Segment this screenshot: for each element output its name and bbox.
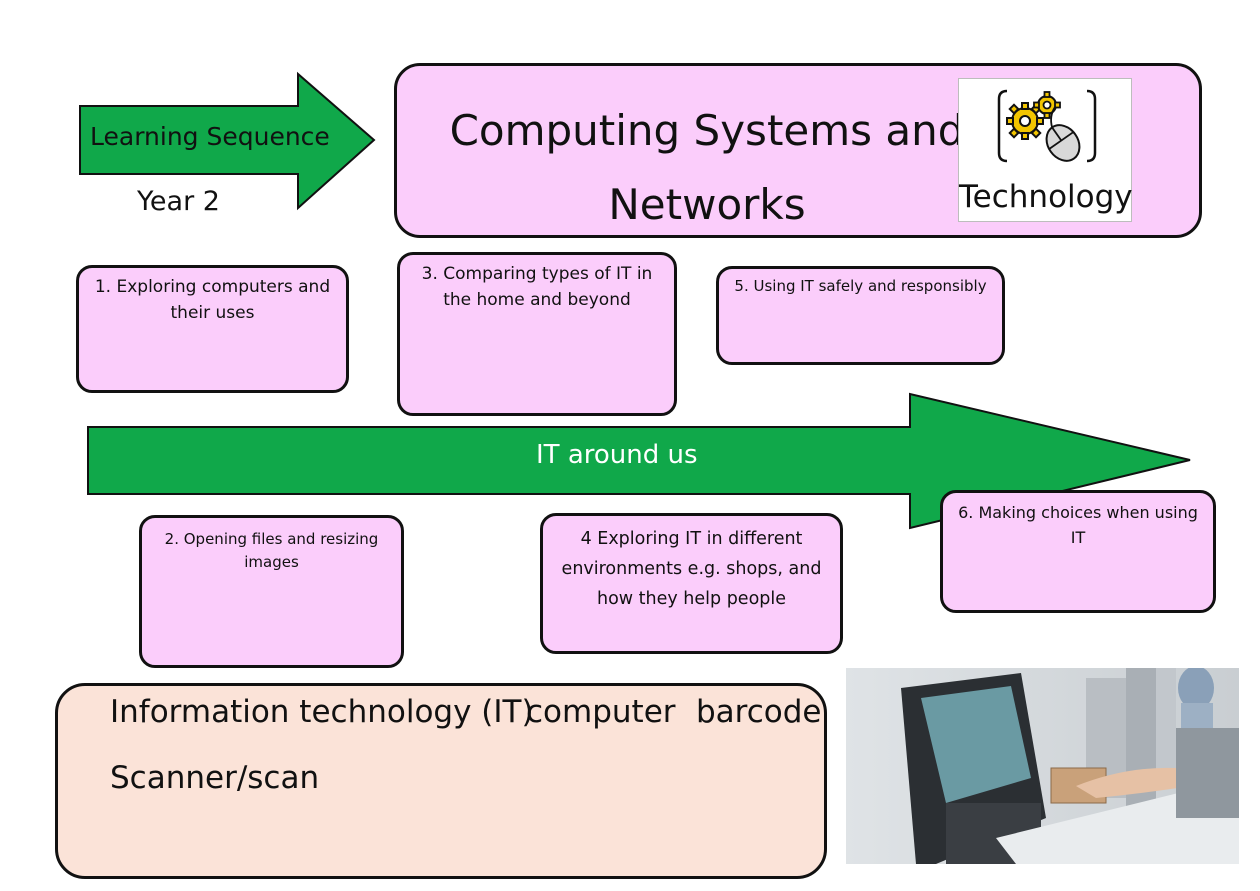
gears-and-mouse-icon [997, 89, 1097, 163]
year-label: Year 2 [137, 186, 220, 217]
step-text-5: 5. Using IT safely and responsibly [734, 277, 987, 295]
step-box-1: 1. Exploring computers and their uses [76, 265, 349, 393]
self-checkout-scene [846, 668, 1239, 864]
step-box-4: 4 Exploring IT in different environments… [540, 513, 843, 654]
step-box-2: 2. Opening files and resizing images [139, 515, 404, 668]
it-around-us-label: IT around us [536, 440, 698, 470]
page-title: Computing Systems and Networks [427, 94, 987, 243]
vocab-word: barcode [696, 694, 822, 730]
vocab-word: computer [526, 694, 676, 730]
self-checkout-photo [846, 668, 1239, 864]
step-box-6: 6. Making choices when using IT [940, 490, 1216, 613]
vocabulary-box: Information technology (IT) computer bar… [55, 683, 827, 879]
vocab-word: Information technology (IT) [110, 694, 534, 730]
vocabulary-line-2: Scanner/scan [110, 760, 319, 796]
step-text-4: 4 Exploring IT in different environments… [561, 529, 822, 610]
title-box: Computing Systems and Networks [394, 63, 1202, 238]
step-text-2: 2. Opening files and resizing images [164, 530, 379, 572]
vocabulary-line-1: Information technology (IT) computer bar… [110, 694, 822, 738]
step-text-1: 1. Exploring computers and their uses [94, 277, 331, 324]
learning-sequence-arrow [79, 71, 376, 211]
title-line-2: Networks [608, 180, 806, 230]
learning-sequence-label: Learning Sequence [90, 122, 330, 151]
title-line-1: Computing Systems and [449, 106, 965, 155]
technology-label: Technology [959, 179, 1133, 215]
vocab-word: Scanner/scan [110, 760, 320, 796]
step-text-6: 6. Making choices when using IT [958, 503, 1198, 547]
step-text-3: 3. Comparing types of IT in the home and… [421, 264, 653, 311]
step-box-3: 3. Comparing types of IT in the home and… [397, 252, 677, 416]
technology-card: Technology [958, 78, 1133, 222]
step-box-5: 5. Using IT safely and responsibly [716, 266, 1005, 365]
